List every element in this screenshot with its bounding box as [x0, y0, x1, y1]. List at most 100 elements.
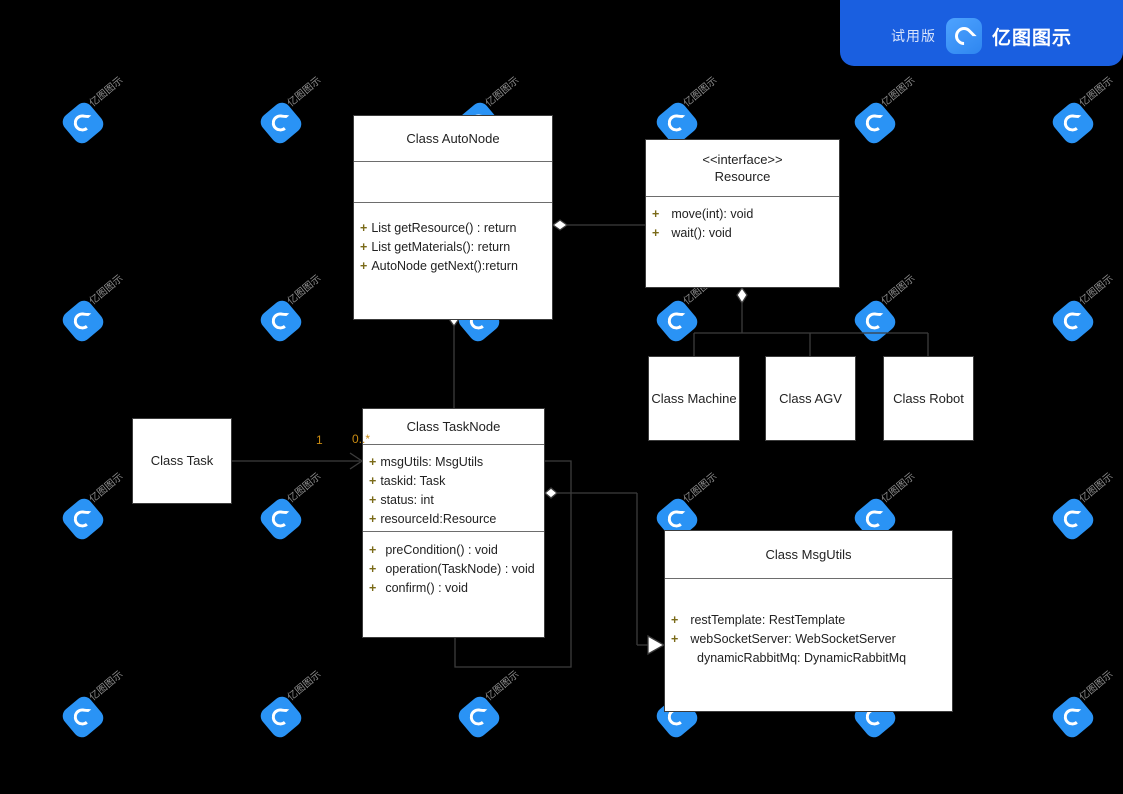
class-header-resource: <<interface>> Resource	[646, 140, 839, 196]
watermark-tile: 亿图图示	[257, 75, 334, 154]
method-text: move(int): void	[671, 207, 754, 221]
watermark-text: 亿图图示	[879, 273, 918, 308]
watermark-tile: 亿图图示	[1049, 471, 1123, 550]
method-row: +List getMaterials(): return	[360, 238, 546, 257]
attribute-row: +msgUtils: MsgUtils	[369, 453, 538, 472]
attribute-text: resourceId:Resource	[380, 512, 497, 526]
class-attributes-tasknode: +msgUtils: MsgUtils +taskid: Task +statu…	[363, 444, 544, 531]
class-methods-autonode: +List getResource() : return +List getMa…	[354, 202, 552, 278]
class-methods-tasknode: +preCondition() : void +operation(TaskNo…	[363, 531, 544, 600]
watermark-text: 亿图图示	[285, 75, 324, 110]
class-box-task[interactable]: Class Task	[132, 418, 232, 504]
watermark-text: 亿图图示	[1077, 669, 1116, 704]
edraw-logo-icon	[59, 99, 107, 147]
watermark-tile: 亿图图示	[59, 669, 136, 748]
method-row: +wait(): void	[652, 224, 833, 243]
edraw-logo-icon	[1049, 693, 1097, 741]
visibility-marker: +	[360, 240, 368, 254]
edraw-logo-icon	[945, 18, 982, 54]
watermark-text: 亿图图示	[87, 273, 126, 308]
class-stereotype-resource: <<interface>>	[702, 152, 783, 167]
watermark-tile: 亿图图示	[257, 669, 334, 748]
watermark-tile: 亿图图示	[851, 75, 928, 154]
watermark-text: 亿图图示	[285, 471, 324, 506]
method-text: operation(TaskNode) : void	[385, 562, 535, 576]
multiplicity-task: 1	[316, 433, 323, 447]
watermark-tile: 亿图图示	[59, 471, 136, 550]
class-attributes-msgutils: +restTemplate: RestTemplate + webSocketSe…	[665, 578, 952, 670]
trial-banner: 试用版 亿图图示	[840, 0, 1123, 66]
watermark-text: 亿图图示	[285, 273, 324, 308]
edraw-logo-icon	[59, 495, 107, 543]
attribute-text: restTemplate: RestTemplate	[690, 613, 846, 627]
edge-autonode-tasknode	[448, 310, 460, 408]
watermark-text: 亿图图示	[87, 471, 126, 506]
class-box-msgutils[interactable]: Class MsgUtils +restTemplate: RestTempla…	[664, 530, 953, 712]
edraw-logo-icon	[257, 99, 305, 147]
class-box-resource[interactable]: <<interface>> Resource +move(int): void …	[645, 139, 840, 288]
attribute-text: webSocketServer: WebSocketServer	[690, 632, 896, 646]
method-text: wait(): void	[671, 226, 732, 240]
watermark-text: 亿图图示	[681, 471, 720, 506]
watermark-text: 亿图图示	[87, 75, 126, 110]
edraw-logo-icon	[59, 297, 107, 345]
edraw-logo-icon	[59, 693, 107, 741]
attribute-row: +restTemplate: RestTemplate	[671, 611, 946, 630]
class-box-robot[interactable]: Class Robot	[883, 356, 974, 441]
watermark-tile: 亿图图示	[1049, 669, 1123, 748]
class-title-autonode: Class AutoNode	[406, 131, 500, 146]
watermark-tile: 亿图图示	[59, 75, 136, 154]
class-box-machine[interactable]: Class Machine	[648, 356, 740, 441]
attribute-text: dynamicRabbitMq: DynamicRabbitMq	[697, 651, 907, 665]
method-text: List getMaterials(): return	[371, 240, 511, 254]
attribute-row: dynamicRabbitMq: DynamicRabbitMq	[671, 649, 946, 668]
method-row: +List getResource() : return	[360, 219, 546, 238]
edraw-logo-icon	[257, 297, 305, 345]
class-title-task: Class Task	[150, 453, 214, 468]
class-box-agv[interactable]: Class AGV	[765, 356, 856, 441]
visibility-marker: +	[369, 474, 377, 488]
attribute-text: taskid: Task	[380, 474, 446, 488]
visibility-marker: +	[652, 207, 660, 221]
visibility-marker: +	[369, 493, 377, 507]
method-text: confirm() : void	[385, 581, 468, 595]
watermark-text: 亿图图示	[879, 471, 918, 506]
watermark-tile: 亿图图示	[653, 273, 730, 352]
watermark-tile: 亿图图示	[59, 273, 136, 352]
class-title-tasknode: Class TaskNode	[406, 419, 501, 434]
class-title-msgutils: Class MsgUtils	[765, 547, 852, 562]
edge-resource-subclasses	[693, 286, 929, 356]
multiplicity-tasknode: 0..*	[352, 432, 371, 446]
attribute-row: + webSocketServer: WebSocketServer	[671, 630, 946, 649]
method-text: AutoNode getNext():return	[371, 259, 518, 273]
edraw-logo-icon	[1049, 495, 1097, 543]
visibility-marker: +	[360, 259, 368, 273]
watermark-text: 亿图图示	[1077, 273, 1116, 308]
class-title-agv: Class AGV	[779, 390, 842, 406]
watermark-tile: 亿图图示	[257, 471, 334, 550]
class-box-tasknode[interactable]: Class TaskNode +msgUtils: MsgUtils +task…	[362, 408, 545, 638]
brand-label: 亿图图示	[991, 27, 1072, 49]
watermark-text: 亿图图示	[483, 669, 522, 704]
trial-banner-content: 试用版 亿图图示	[891, 18, 1072, 54]
visibility-marker: +	[360, 221, 368, 235]
method-row: + confirm() : void	[369, 579, 538, 598]
method-text: List getResource() : return	[371, 221, 517, 235]
visibility-marker: +	[369, 543, 377, 557]
attribute-text: msgUtils: MsgUtils	[380, 455, 484, 469]
watermark-text: 亿图图示	[879, 75, 918, 110]
attribute-text: status: int	[380, 493, 434, 507]
class-title-robot: Class Robot	[893, 390, 964, 406]
trial-label: 试用版	[890, 28, 936, 44]
class-title-resource: Resource	[714, 169, 771, 184]
edge-task-tasknode	[232, 452, 364, 470]
visibility-marker: +	[671, 632, 679, 646]
class-box-autonode[interactable]: Class AutoNode +List getResource() : ret…	[353, 115, 553, 320]
watermark-text: 亿图图示	[1077, 75, 1116, 110]
visibility-marker: +	[369, 512, 377, 526]
watermark-tile: 亿图图示	[1049, 273, 1123, 352]
watermark-text: 亿图图示	[681, 75, 720, 110]
edraw-logo-icon	[653, 297, 701, 345]
visibility-marker: +	[369, 581, 377, 595]
watermark-text: 亿图图示	[87, 669, 126, 704]
